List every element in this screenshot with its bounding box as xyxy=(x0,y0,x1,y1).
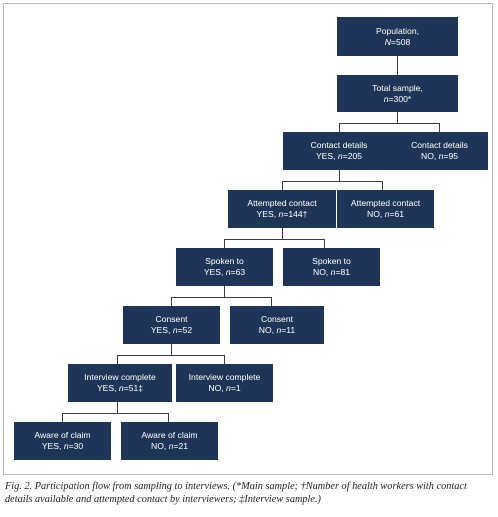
node-consent-yes: Consent YES, n=52 xyxy=(123,306,220,344)
node-contact-no: Contact details NO, n=95 xyxy=(391,132,488,170)
node-contact-yes-line1: Contact details xyxy=(310,140,368,150)
connector-contact-bar xyxy=(339,123,440,124)
node-contact-yes: Contact details YES, n=205 xyxy=(283,132,395,170)
connector-spoken-yes-drop xyxy=(224,239,225,248)
connector-contact-yes-drop xyxy=(339,123,340,132)
connector-consent-interview xyxy=(171,344,172,355)
node-population-line1: Population, xyxy=(375,25,419,36)
node-aware-no-line1: Aware of claim xyxy=(141,430,198,440)
node-aware-yes-line2: YES, n=30 xyxy=(41,441,84,451)
node-consent-no-line2: NO, n=11 xyxy=(258,325,296,335)
connector-interview-aware xyxy=(117,402,118,413)
connector-attempted-yes-drop xyxy=(282,181,283,190)
node-attempted-yes: Attempted contact YES, n=144† xyxy=(228,190,336,228)
node-attempted-no-line2: NO, n=61 xyxy=(366,209,405,219)
node-aware-yes: Aware of claim YES, n=30 xyxy=(14,422,111,460)
node-total-sample: Total sample, n=300* xyxy=(337,75,458,112)
node-interview-no-line1: Interview complete xyxy=(188,372,261,382)
figure-caption-label: Fig. 2. xyxy=(5,481,33,492)
node-attempted-yes-line1: Attempted contact xyxy=(247,198,317,208)
node-interview-no: Interview complete NO, n=1 xyxy=(176,364,273,402)
node-contact-no-line2: NO, n=95 xyxy=(420,151,459,161)
node-spoken-no-line1: Spoken to xyxy=(312,256,351,266)
node-interview-yes-line2: YES, n=51‡ xyxy=(96,383,144,393)
connector-consent-yes-drop xyxy=(171,297,172,306)
connector-consent-no-drop xyxy=(271,297,272,306)
connector-total-contact xyxy=(397,112,398,123)
connector-aware-no-drop xyxy=(168,413,169,422)
connector-aware-yes-drop xyxy=(62,413,63,422)
node-consent-yes-line1: Consent xyxy=(155,314,188,324)
node-spoken-yes: Spoken to YES, n=63 xyxy=(176,248,273,286)
node-contact-no-line1: Contact details xyxy=(411,140,468,150)
node-spoken-no: Spoken to NO, n=81 xyxy=(283,248,380,286)
node-consent-yes-line2: YES, n=52 xyxy=(150,325,193,335)
node-spoken-no-line2: NO, n=81 xyxy=(312,267,351,277)
connector-aware-bar xyxy=(62,413,169,414)
node-total-sample-line2: n=300* xyxy=(383,93,412,104)
node-interview-yes-line1: Interview complete xyxy=(84,372,156,382)
connector-consent-bar xyxy=(171,297,272,298)
connector-attempted-no-drop xyxy=(382,181,383,190)
node-aware-no-line2: NO, n=21 xyxy=(150,441,189,451)
node-population: Population, N=508 xyxy=(337,17,458,56)
connector-spoken-no-drop xyxy=(324,239,325,248)
node-contact-yes-line2: YES, n=205 xyxy=(315,151,363,161)
node-consent-no-line1: Consent xyxy=(260,314,293,324)
node-attempted-no: Attempted contact NO, n=61 xyxy=(337,190,434,228)
connector-attempted-bar xyxy=(282,181,383,182)
node-aware-yes-line1: Aware of claim xyxy=(34,430,91,440)
connector-contact-attempted xyxy=(339,170,340,181)
figure-caption-text: Participation flow from sampling to inte… xyxy=(5,481,467,505)
connector-spoken-bar xyxy=(224,239,325,240)
node-interview-no-line2: NO, n=1 xyxy=(208,383,241,393)
connector-interview-yes-drop xyxy=(117,355,118,364)
connector-attempted-spoken xyxy=(282,228,283,239)
connector-interview-bar xyxy=(117,355,225,356)
node-interview-yes: Interview complete YES, n=51‡ xyxy=(68,364,172,402)
connector-population-total xyxy=(397,56,398,75)
figure-caption: Fig. 2. Participation flow from sampling… xyxy=(5,480,493,506)
connector-contact-no-drop xyxy=(439,123,440,132)
node-population-line2: N=508 xyxy=(384,36,411,47)
connector-interview-no-drop xyxy=(224,355,225,364)
node-total-sample-line1: Total sample, xyxy=(372,82,423,93)
node-consent-no: Consent NO, n=11 xyxy=(230,306,324,344)
node-aware-no: Aware of claim NO, n=21 xyxy=(121,422,218,460)
node-spoken-yes-line2: YES, n=63 xyxy=(203,267,246,277)
node-attempted-no-line1: Attempted contact xyxy=(350,198,421,208)
node-spoken-yes-line1: Spoken to xyxy=(205,256,244,266)
node-attempted-yes-line2: YES, n=144† xyxy=(256,209,308,219)
connector-spoken-consent xyxy=(224,286,225,297)
